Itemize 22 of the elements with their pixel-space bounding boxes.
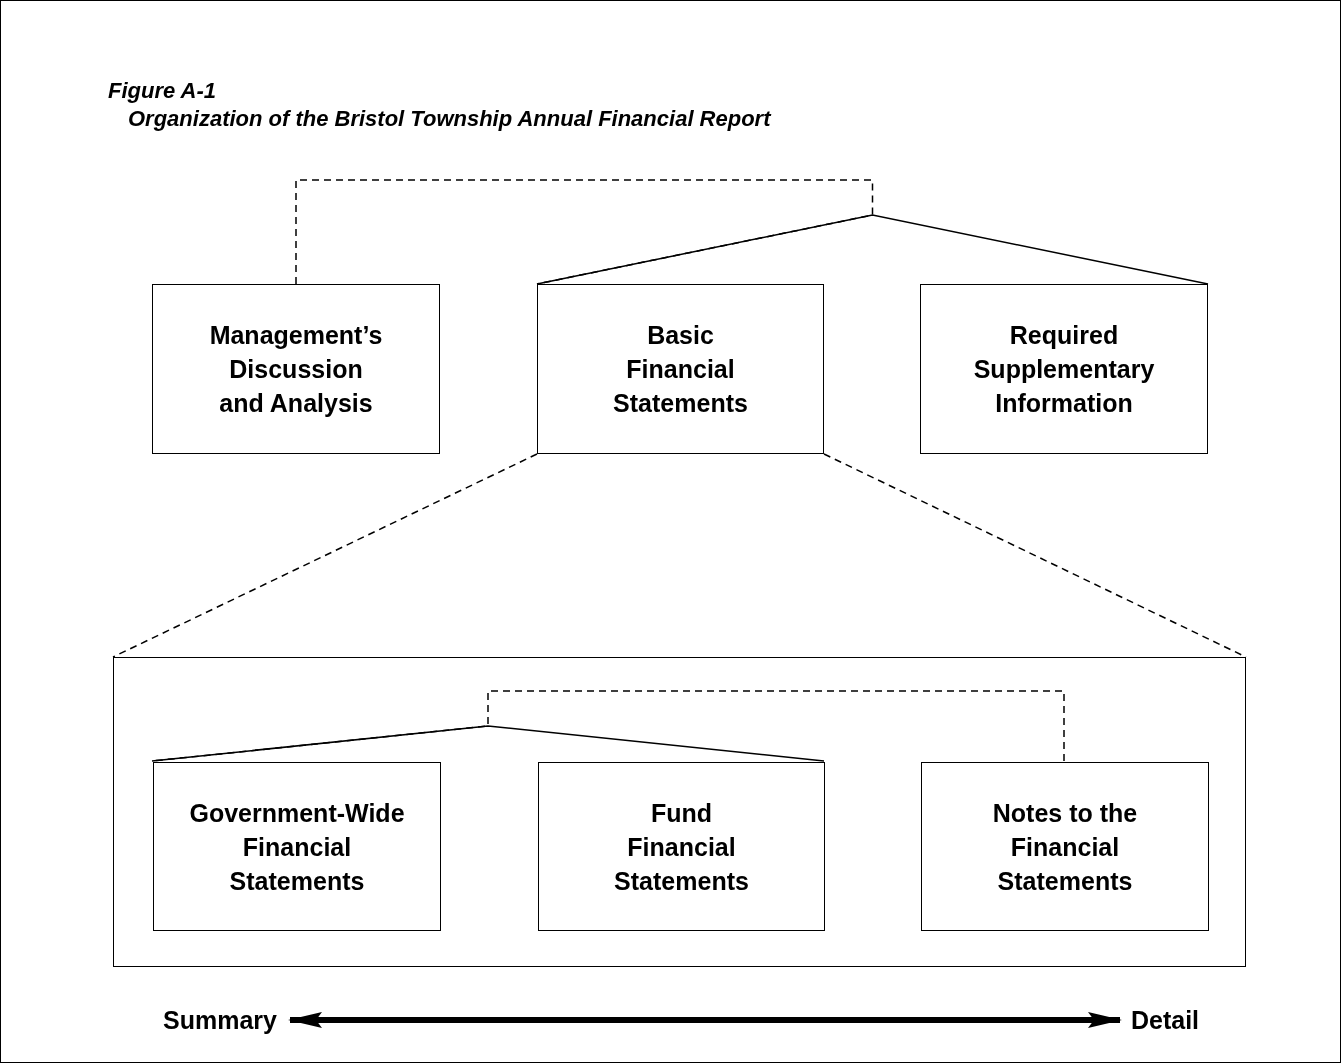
connector-line [295, 179, 874, 285]
box-label: Management’s Discussion and Analysis [208, 320, 384, 419]
double-arrow [288, 1012, 1122, 1028]
section-box [538, 762, 825, 931]
box-label: Basic Financial Statements [612, 320, 749, 419]
connector-line [536, 214, 1209, 285]
box-label: Required Supplementary Information [972, 320, 1156, 419]
figure-subtitle: Organization of the Bristol Township Annual Financial Report [128, 106, 771, 132]
scale-label: Detail [1130, 1005, 1200, 1036]
section-box [920, 284, 1208, 454]
group-box [113, 657, 1246, 967]
scale-label: Summary [163, 1005, 277, 1036]
section-box [153, 762, 441, 931]
box-label: Fund Financial Statements [613, 797, 750, 897]
figure-title: Figure A-1 [108, 78, 216, 104]
connector-line [151, 725, 825, 762]
box-label: Government-Wide Financial Statements [188, 797, 406, 897]
section-box [537, 284, 824, 454]
connector-line [112, 453, 1247, 658]
section-box [152, 284, 440, 454]
section-box [921, 762, 1209, 931]
box-label: Notes to the Financial Statements [991, 797, 1139, 897]
